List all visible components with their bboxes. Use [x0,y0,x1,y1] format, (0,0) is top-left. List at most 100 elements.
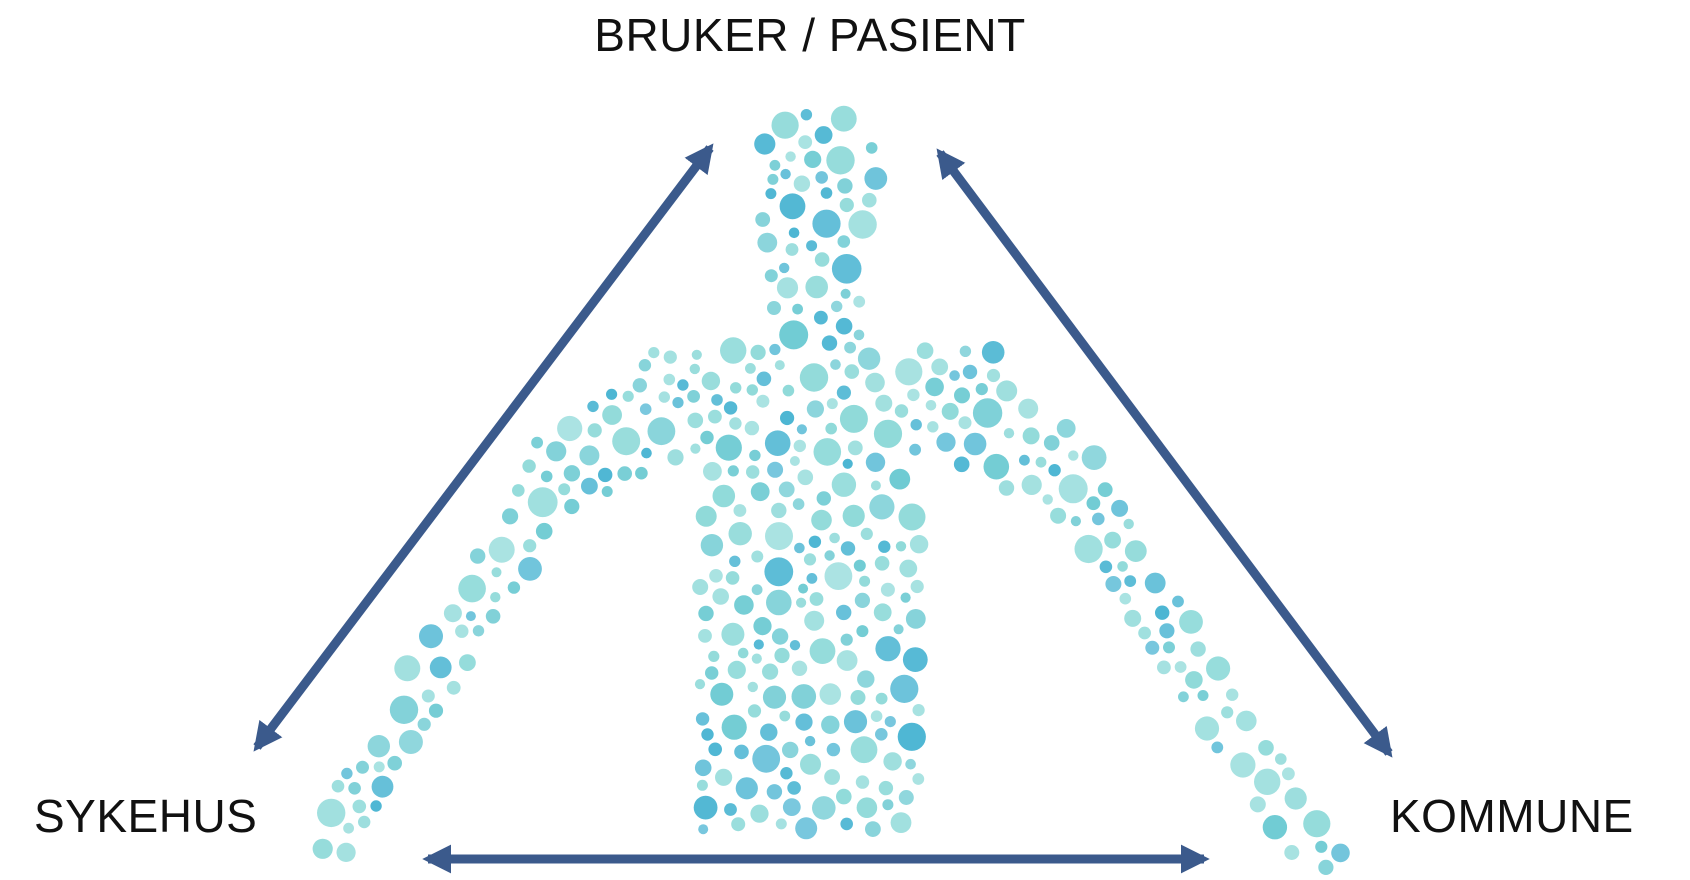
figure-bubble [865,373,885,393]
figure-bubble [343,823,354,834]
figure-bubble [913,704,925,716]
figure-bubble [772,628,788,644]
figure-bubble [1124,610,1141,627]
figure-bubble [831,301,842,312]
figure-bubble [999,480,1014,495]
figure-bubble [765,522,793,550]
figure-bubble [688,413,704,429]
figure-bubble [790,640,800,650]
figure-bubble [1175,661,1187,673]
figure-bubble [1157,661,1171,675]
figure-bubble [895,358,922,385]
figure-bubble [764,557,793,586]
figure-bubble [779,482,795,498]
figure-bubble [866,142,878,154]
figure-bubble [640,403,652,415]
figure-bubble [473,625,484,636]
figure-bubble [1057,419,1076,438]
figure-bubble [1098,482,1113,497]
figure-bubble [830,359,841,370]
figure-bubble [370,800,381,811]
figure-bubble [851,736,878,763]
figure-bubble [687,390,700,403]
figure-bubble [925,378,944,397]
figure-bubble [715,769,732,786]
figure-bubble [845,364,860,379]
figure-bubble [907,389,919,401]
figure-bubble [798,135,812,149]
figure-bubble [899,560,917,578]
figure-bubble [801,109,812,120]
figure-bubble [1068,450,1078,460]
figure-bubble [917,342,934,359]
figure-bubble [843,505,865,527]
figure-bubble [954,457,970,473]
figure-bubble [1226,689,1238,701]
figure-bubble [809,536,821,548]
figure-bubble [546,441,566,461]
figure-bubble [875,556,890,571]
figure-bubble [617,466,632,481]
figure-bubble [882,799,893,810]
figure-bubble [1178,691,1189,702]
figure-bubble [444,604,462,622]
figure-bubble [711,394,723,406]
figure-bubble [857,670,874,687]
figure-bubble [729,522,752,545]
figure-bubble [635,467,648,480]
figure-bubble [749,450,760,461]
figure-bubble [667,449,683,465]
figure-bubble [874,603,892,621]
figure-bubble [728,661,746,679]
figure-bubble [836,318,853,335]
figure-bubble [374,761,385,772]
figure-bubble [910,535,928,553]
figure-bubble [672,397,683,408]
figure-bubble [875,395,892,412]
figure-bubble [942,403,959,420]
figure-bubble [792,304,803,315]
figure-bubble [894,624,904,634]
arrow-sykehus-bruker [257,148,710,747]
figure-bubble [780,193,806,219]
figure-bubble [317,799,345,827]
figure-bubble [865,821,881,837]
figure-bubble [765,430,791,456]
figure-bubble [782,742,798,758]
figure-bubble [776,818,787,829]
figure-bubble [795,817,817,839]
figure-bubble [729,556,740,567]
figure-bubble [840,818,853,831]
figure-bubble [399,730,423,754]
figure-bubble [459,654,476,671]
figure-bubble [512,484,525,497]
figure-bubble [931,359,948,376]
figure-bubble [777,277,798,298]
figure-bubble [641,448,652,459]
figure-bubble [832,254,862,284]
figure-bubble [751,551,763,563]
figure-bubble [806,240,817,251]
figure-bubble [708,743,722,757]
figure-bubble [458,575,486,603]
figure-bubble [508,581,520,593]
figure-bubble [698,629,712,643]
figure-bubble [794,176,810,192]
figure-bubble [1018,399,1038,419]
figure-bubble [1117,561,1128,572]
figure-bubble [898,723,926,751]
figure-bubble [787,781,801,795]
figure-bubble [430,657,452,679]
figure-bubble [767,301,781,315]
figure-bubble [760,724,777,741]
figure-bubble [896,541,906,551]
figure-bubble [798,584,808,594]
figure-bubble [771,503,786,518]
figure-bubble [765,188,776,199]
figure-bubble [1211,742,1223,754]
figure-bubble [724,803,737,816]
figure-bubble [522,459,535,472]
figure-bubble [779,320,808,349]
figure-bubble [728,465,739,476]
figure-bubble [843,459,853,469]
